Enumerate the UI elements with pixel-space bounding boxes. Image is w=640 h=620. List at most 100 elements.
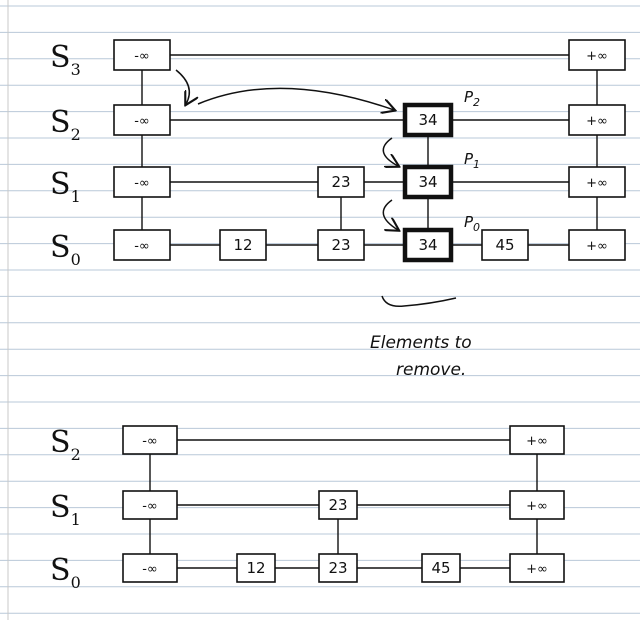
tower-links xyxy=(141,55,598,245)
node-box xyxy=(317,166,365,198)
level-s0: S0 -∞ 12 23 34 P0 45 +∞ xyxy=(50,213,626,269)
node: 23 xyxy=(317,166,365,198)
sentinel-pos-inf: +∞ xyxy=(509,425,565,455)
node-box xyxy=(402,164,454,200)
node-value: 23 xyxy=(331,173,350,191)
pointer-label: P0 xyxy=(464,213,480,234)
node-box xyxy=(236,553,276,583)
node-box xyxy=(421,553,461,583)
level-label: S3 xyxy=(50,40,81,79)
sentinel-neg-inf: -∞ xyxy=(122,490,178,520)
node-value: +∞ xyxy=(526,434,548,449)
sentinel-pos-inf: +∞ xyxy=(568,166,626,198)
node-box xyxy=(568,229,626,261)
node-value: -∞ xyxy=(134,239,150,254)
sentinel-neg-inf: -∞ xyxy=(122,553,178,583)
level-s3: S3 -∞ +∞ xyxy=(50,39,626,79)
node-value: 12 xyxy=(246,559,265,577)
node-box xyxy=(568,166,626,198)
node-value: 23 xyxy=(328,496,347,514)
node-value: +∞ xyxy=(586,176,608,191)
node-value: -∞ xyxy=(142,499,158,514)
level-label: S0 xyxy=(50,230,81,269)
level-s2: S2 -∞ +∞ xyxy=(50,425,565,464)
node-value: 23 xyxy=(331,236,350,254)
node-box xyxy=(113,104,171,136)
node-value: 12 xyxy=(233,236,252,254)
node-value: 23 xyxy=(328,559,347,577)
node-box xyxy=(317,229,365,261)
node-value: -∞ xyxy=(142,434,158,449)
node: 12 xyxy=(236,553,276,583)
node-value: 45 xyxy=(495,236,514,254)
pointer-label: P1 xyxy=(464,150,480,171)
node: 12 xyxy=(219,229,267,261)
pointer-subscript: 0 xyxy=(473,221,480,234)
node-box xyxy=(318,490,358,520)
sentinel-neg-inf: -∞ xyxy=(113,104,171,136)
node-box xyxy=(509,490,565,520)
node-value: -∞ xyxy=(134,114,150,129)
level-subscript: 3 xyxy=(71,60,81,79)
level-label: S2 xyxy=(50,105,81,144)
node-box xyxy=(122,553,178,583)
level-label: S2 xyxy=(50,425,81,464)
node: 23 xyxy=(317,229,365,261)
search-arrow xyxy=(175,69,189,104)
pointer-subscript: 1 xyxy=(473,158,480,171)
node-value: -∞ xyxy=(134,176,150,191)
node-value: -∞ xyxy=(134,49,150,64)
node-box xyxy=(122,425,178,455)
node-box xyxy=(113,229,171,261)
sentinel-neg-inf: -∞ xyxy=(113,166,171,198)
node: 23 xyxy=(318,490,358,520)
search-arrow xyxy=(382,137,398,166)
sentinel-neg-inf: -∞ xyxy=(113,229,171,261)
node-box xyxy=(509,425,565,455)
node: 45 xyxy=(481,229,529,261)
node-box xyxy=(509,553,565,583)
pointer-label: P2 xyxy=(464,88,480,109)
node-box xyxy=(568,39,626,71)
level-subscript: 0 xyxy=(71,573,81,592)
ruled-lines xyxy=(0,5,640,614)
pointer-subscript: 2 xyxy=(473,96,480,109)
annotation-line-2: remove. xyxy=(396,360,466,380)
node-to-remove: 34 P0 xyxy=(402,213,480,263)
search-arrow xyxy=(197,87,394,110)
search-path-arrows xyxy=(175,69,398,230)
level-subscript: 2 xyxy=(71,445,81,464)
node-value: +∞ xyxy=(586,239,608,254)
node-value: 34 xyxy=(418,111,437,129)
node: 23 xyxy=(318,553,358,583)
search-arrow xyxy=(382,199,398,230)
node-box xyxy=(219,229,267,261)
node-to-remove: 34 P1 xyxy=(402,150,480,200)
node: 45 xyxy=(421,553,461,583)
node-value: +∞ xyxy=(526,499,548,514)
node-value: +∞ xyxy=(586,114,608,129)
node-value: +∞ xyxy=(586,49,608,64)
node-box xyxy=(113,166,171,198)
node-value: 34 xyxy=(418,173,437,191)
level-subscript: 1 xyxy=(71,510,81,529)
node-value: 45 xyxy=(431,559,450,577)
sentinel-pos-inf: +∞ xyxy=(509,553,565,583)
level-subscript: 1 xyxy=(71,187,81,206)
node-box xyxy=(402,227,454,263)
annotation: Elements to remove. xyxy=(370,295,472,380)
sentinel-pos-inf: +∞ xyxy=(568,104,626,136)
node-box xyxy=(402,102,454,138)
annotation-line-1: Elements to xyxy=(370,333,472,353)
level-s1: S1 -∞ 23 +∞ xyxy=(50,490,565,529)
sentinel-neg-inf: -∞ xyxy=(122,425,178,455)
node-value: 34 xyxy=(418,236,437,254)
node-box xyxy=(481,229,529,261)
level-label: S1 xyxy=(50,490,81,529)
level-subscript: 0 xyxy=(71,250,81,269)
sentinel-neg-inf: -∞ xyxy=(113,39,171,71)
